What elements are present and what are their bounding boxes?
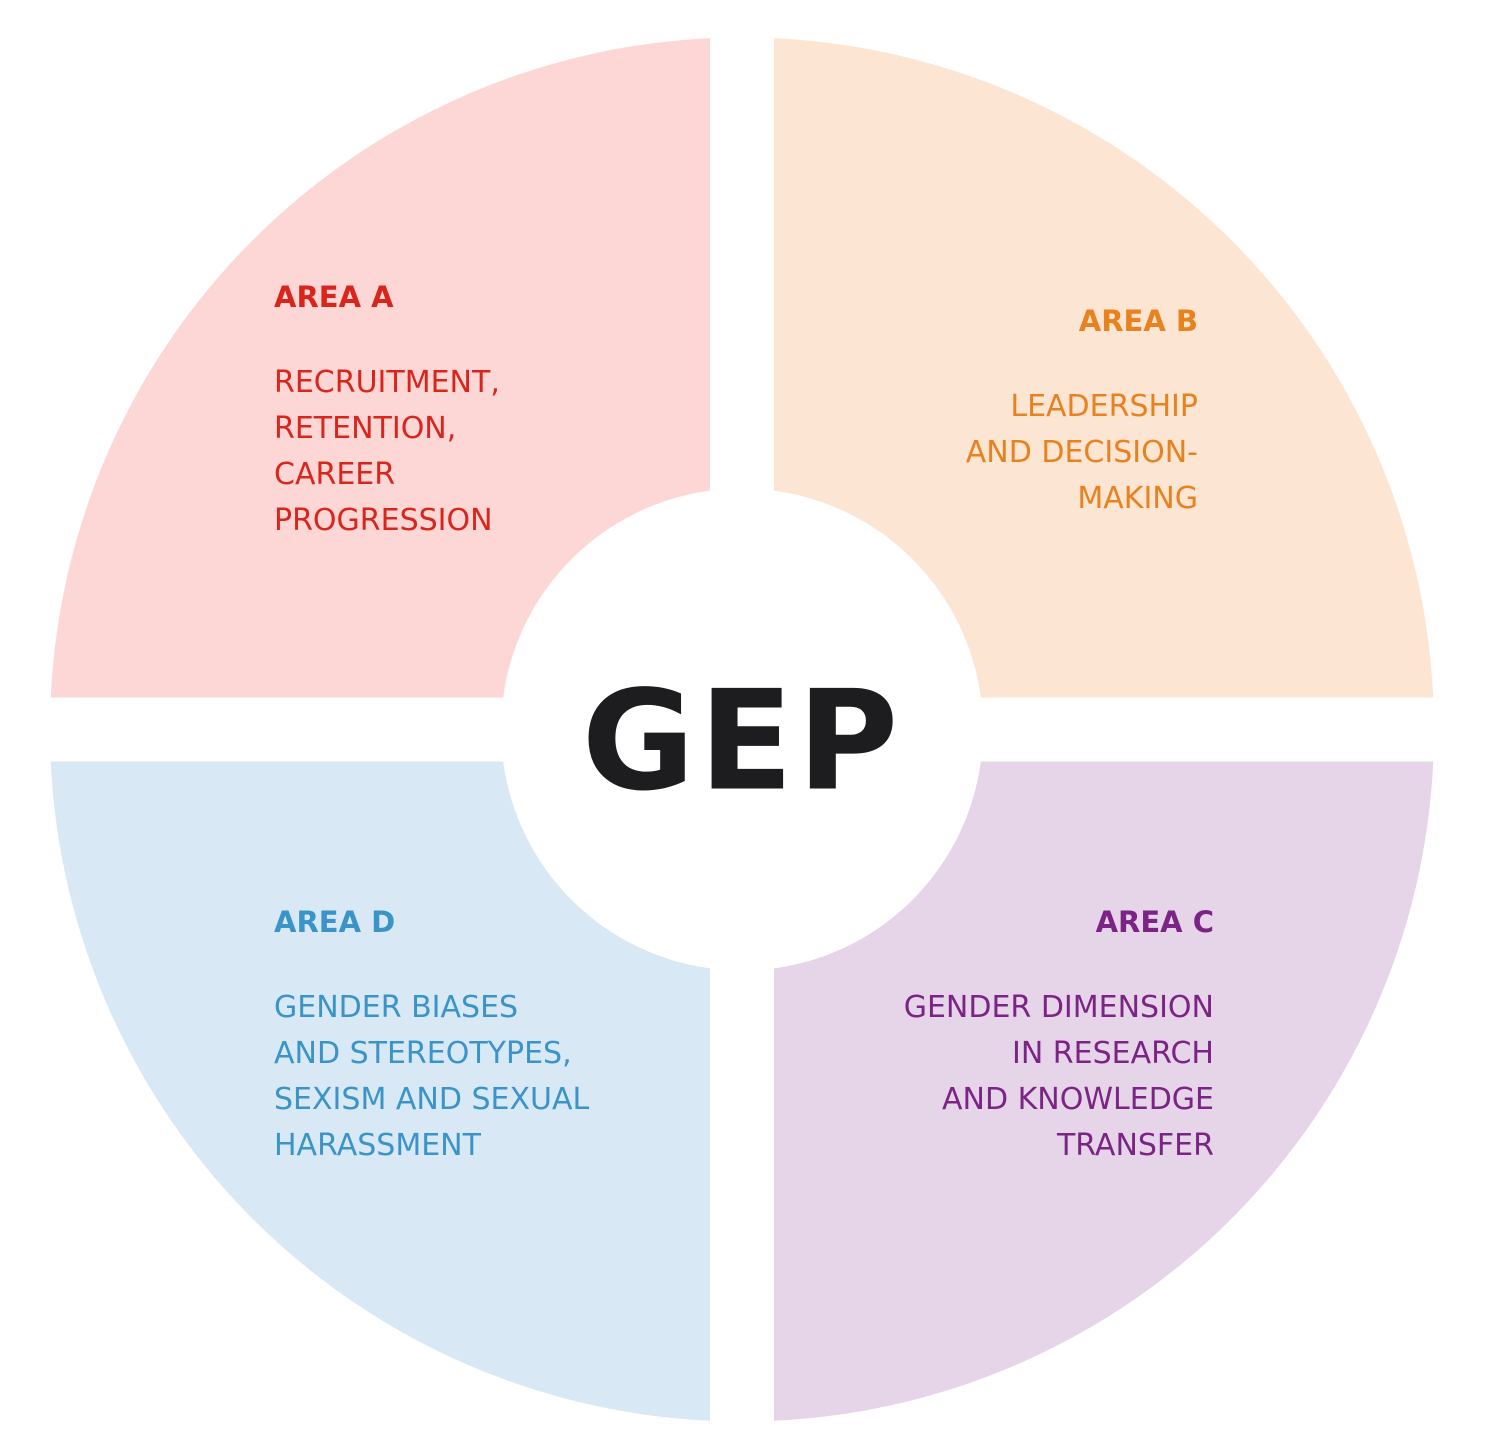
area-b-description: LEADERSHIP AND DECISION- MAKING [965,389,1198,516]
area-a-title: AREA A [274,280,394,314]
area-c-label: AREA C GENDER DIMENSION IN RESEARCH AND … [904,908,1214,1169]
area-d-description: GENDER BIASES AND STEREOTYPES, SEXISM AN… [274,990,590,1163]
area-d-label: AREA D GENDER BIASES AND STEREOTYPES, SE… [274,908,589,1169]
quadrant-area-c [774,761,1434,1421]
area-a-description: RECRUITMENT, RETENTION, CAREER PROGRESSI… [274,365,500,538]
quadrant-area-a [50,38,710,698]
quadrant-area-b [774,38,1434,698]
area-b-title: AREA B [1078,304,1198,338]
area-a-label: AREA A RECRUITMENT, RETENTION, CAREER PR… [274,283,500,544]
area-b-label: AREA B LEADERSHIP AND DECISION- MAKING [966,307,1198,522]
quadrant-area-d [50,761,710,1421]
area-c-description: GENDER DIMENSION IN RESEARCH AND KNOWLED… [903,990,1214,1163]
center-title-gep: GEP [581,660,903,822]
area-d-title: AREA D [274,905,396,939]
area-c-title: AREA C [1095,905,1214,939]
